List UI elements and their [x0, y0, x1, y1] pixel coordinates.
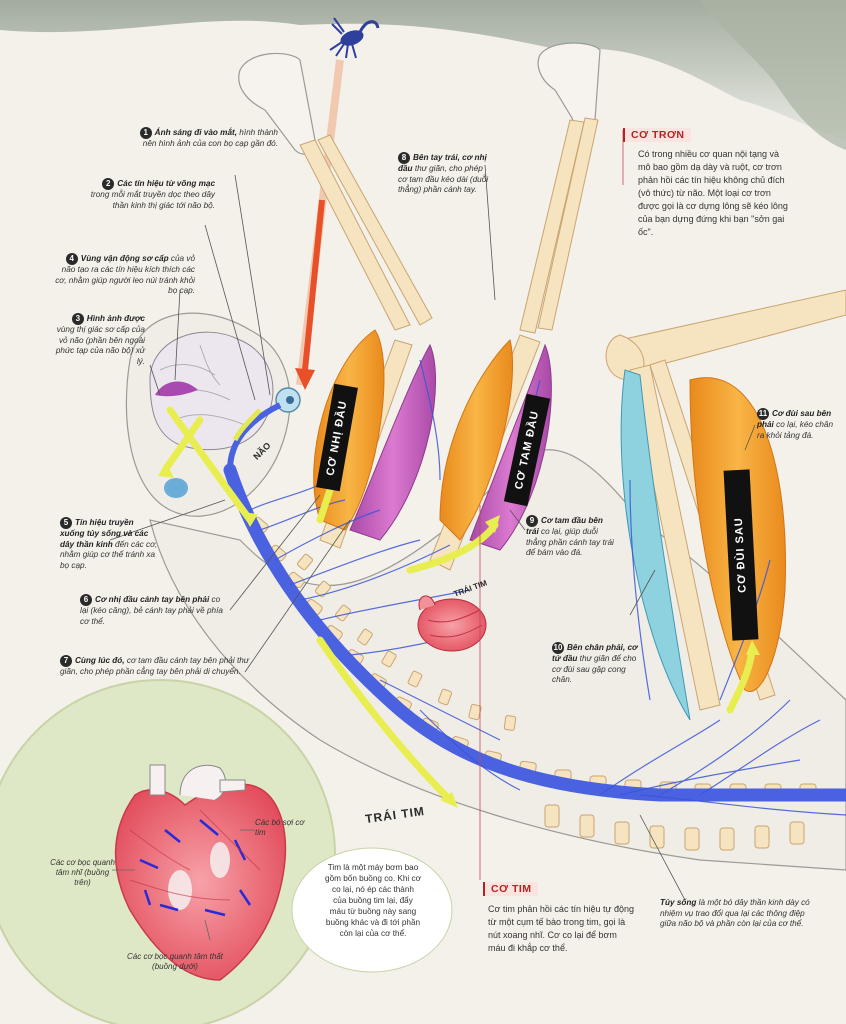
- right-forearm-bone-2: [317, 134, 433, 326]
- leader-lines: [109, 130, 756, 901]
- step-number: 5: [60, 517, 72, 529]
- shin-bone-1: [629, 364, 721, 711]
- heart-note: Tim là một máy bơm bao gồm bốn buồng co.…: [325, 863, 421, 939]
- step-number: 2: [102, 178, 115, 190]
- scorpion-icon: [329, 17, 380, 59]
- cardiac-muscle-title: CƠ TIM: [483, 882, 538, 896]
- rock-right: [700, 0, 846, 150]
- step-number: 6: [80, 594, 92, 606]
- step-number: 8: [398, 152, 410, 164]
- step-number: 9: [526, 515, 538, 527]
- left-biceps: [439, 339, 513, 541]
- spinal-cord: [223, 463, 846, 802]
- right-triceps: [349, 343, 437, 541]
- atria-label: Các cơ bọc quanh tâm nhĩ (buồng trên): [50, 858, 115, 887]
- ventricles-label: Các cơ bọc quanh tâm thất (buồng dưới): [127, 952, 223, 971]
- femur: [619, 289, 846, 371]
- heart-note-bubble: [291, 847, 453, 973]
- step-number: 7: [60, 655, 72, 667]
- big-heart: [114, 764, 287, 981]
- smooth-muscle-body: Có trong nhiều cơ quan nội tạng và mô ba…: [638, 149, 788, 238]
- right-forearm-bone-1: [299, 139, 411, 331]
- step-number: 10: [552, 642, 564, 654]
- signal-arrows: [161, 406, 756, 804]
- heart-fibers-label: Các bó sợi cơ tim: [255, 818, 305, 837]
- left-hand: [537, 42, 601, 128]
- left-forearm-bone-2: [537, 117, 599, 331]
- lower-vertebrae: [544, 804, 805, 851]
- red-arrow: [302, 199, 325, 371]
- left-forearm-bone-1: [519, 119, 585, 334]
- step-number: 1: [139, 127, 152, 139]
- optic-nerve: [227, 402, 282, 471]
- rib-vertebrae: [296, 553, 517, 731]
- quadriceps: [620, 369, 691, 721]
- small-heart: [417, 595, 487, 652]
- rock-surface: [0, 0, 846, 140]
- step-number: 4: [65, 253, 78, 265]
- step-number: 11: [757, 408, 769, 420]
- cardiac-muscle-body: Cơ tim phản hồi các tín hiệu tự động từ …: [488, 904, 635, 954]
- spinal-cord-note: Tủy sống là một bó dây thần kinh dày có …: [660, 898, 810, 928]
- smooth-muscle-title: CƠ TRƠN: [623, 128, 691, 142]
- step-number: 3: [71, 313, 84, 325]
